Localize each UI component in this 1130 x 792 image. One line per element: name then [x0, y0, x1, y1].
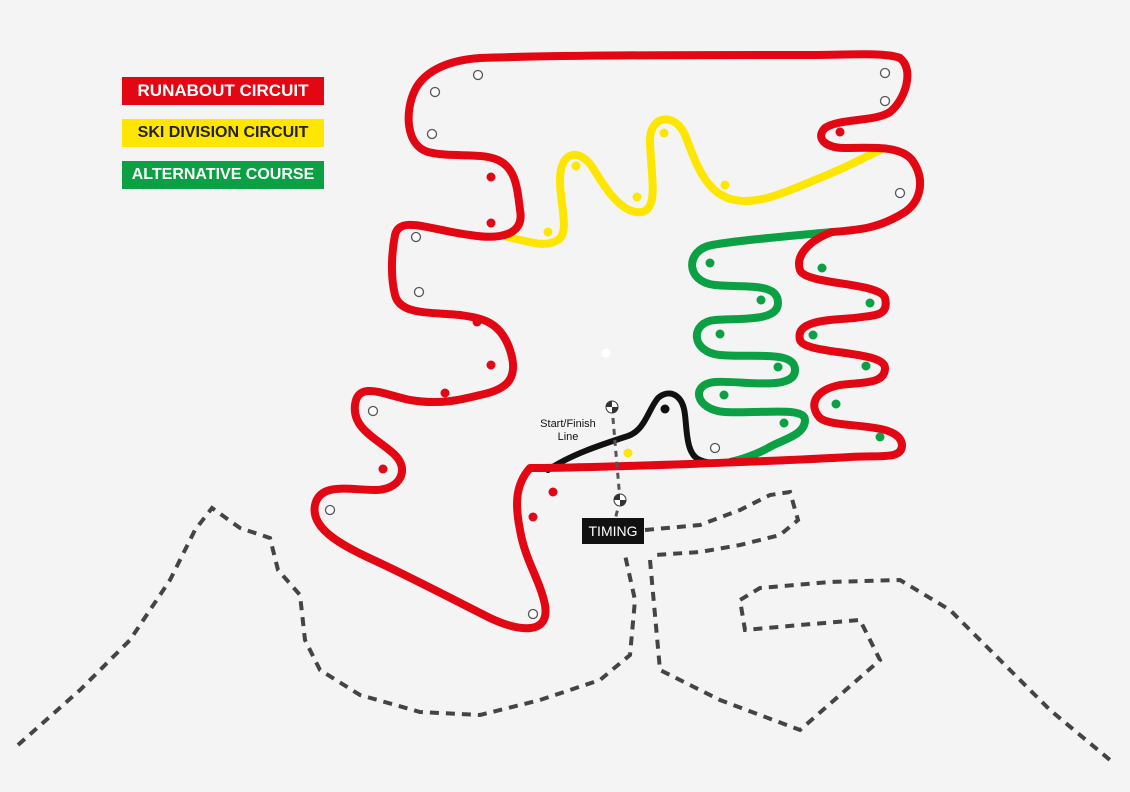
start-finish-label: Start/Finish Line — [532, 418, 604, 444]
shoreline-pier — [644, 489, 801, 557]
yellow-buoy-icon — [632, 192, 642, 202]
green-buoy-icon — [705, 258, 715, 268]
shoreline — [16, 489, 1112, 762]
green-buoy-icon — [715, 329, 725, 339]
red-buoy-icon — [472, 317, 482, 327]
red-buoy-icon — [440, 388, 450, 398]
checkered-flag-icon — [605, 400, 619, 414]
green-buoy-icon — [831, 399, 841, 409]
green-buoy-icon — [875, 432, 885, 442]
yellow-buoy-icon — [623, 448, 633, 458]
white-buoy-icon — [879, 67, 891, 79]
shoreline-right — [648, 559, 1112, 762]
start-finish-label-line1: Start/Finish — [540, 418, 596, 430]
white-buoy-icon — [894, 187, 906, 199]
runabout-circuit-track — [310, 50, 925, 633]
red-buoy-icon — [486, 172, 496, 182]
legend-alternative-course: ALTERNATIVE COURSE — [122, 161, 324, 189]
yellow-buoy-icon — [571, 161, 581, 171]
red-buoy-icon — [548, 487, 558, 497]
green-buoy-icon — [861, 361, 871, 371]
red-buoy-icon — [835, 127, 845, 137]
white-buoy-icon — [601, 348, 611, 358]
green-buoy-icon — [779, 418, 789, 428]
white-buoy-icon — [426, 128, 438, 140]
green-buoy-icon — [808, 330, 818, 340]
green-buoy-icon — [756, 295, 766, 305]
yellow-buoys — [543, 128, 730, 458]
red-buoy-icon — [486, 360, 496, 370]
white-buoy-icon — [879, 95, 891, 107]
red-buoy-icon — [528, 512, 538, 522]
green-buoys — [705, 258, 885, 442]
start-finish-label-line2: Line — [557, 431, 579, 443]
red-buoy-icon — [378, 464, 388, 474]
white-buoy-icon — [709, 442, 721, 454]
start-finish-line — [610, 406, 622, 501]
white-buoy-icon — [367, 405, 379, 417]
green-buoy-icon — [865, 298, 875, 308]
yellow-buoy-icon — [659, 128, 669, 138]
white-buoy-icon — [527, 608, 539, 620]
shoreline-left — [16, 505, 638, 747]
white-buoy-icon — [410, 231, 422, 243]
black-buoy-icon — [660, 404, 670, 414]
white-buoys — [324, 67, 906, 620]
ski-division-circuit-track — [504, 115, 884, 248]
red-buoy-icon — [486, 218, 496, 228]
white-buoy-icon — [413, 286, 425, 298]
legend-runabout-circuit: RUNABOUT CIRCUIT — [122, 77, 324, 105]
alternative-course-track — [688, 228, 836, 466]
white-buoy-icon — [429, 86, 441, 98]
white-buoy-icon — [324, 504, 336, 516]
green-buoy-icon — [719, 390, 729, 400]
white-buoy-icon — [472, 69, 484, 81]
yellow-buoy-icon — [543, 227, 553, 237]
green-buoy-icon — [817, 263, 827, 273]
yellow-buoy-icon — [720, 180, 730, 190]
legend-ski-division-circuit: SKI DIVISION CIRCUIT — [122, 119, 324, 147]
green-buoy-icon — [773, 362, 783, 372]
timing-label: TIMING — [582, 518, 644, 544]
red-buoys — [378, 127, 845, 522]
checkered-flag-icon — [613, 493, 627, 507]
